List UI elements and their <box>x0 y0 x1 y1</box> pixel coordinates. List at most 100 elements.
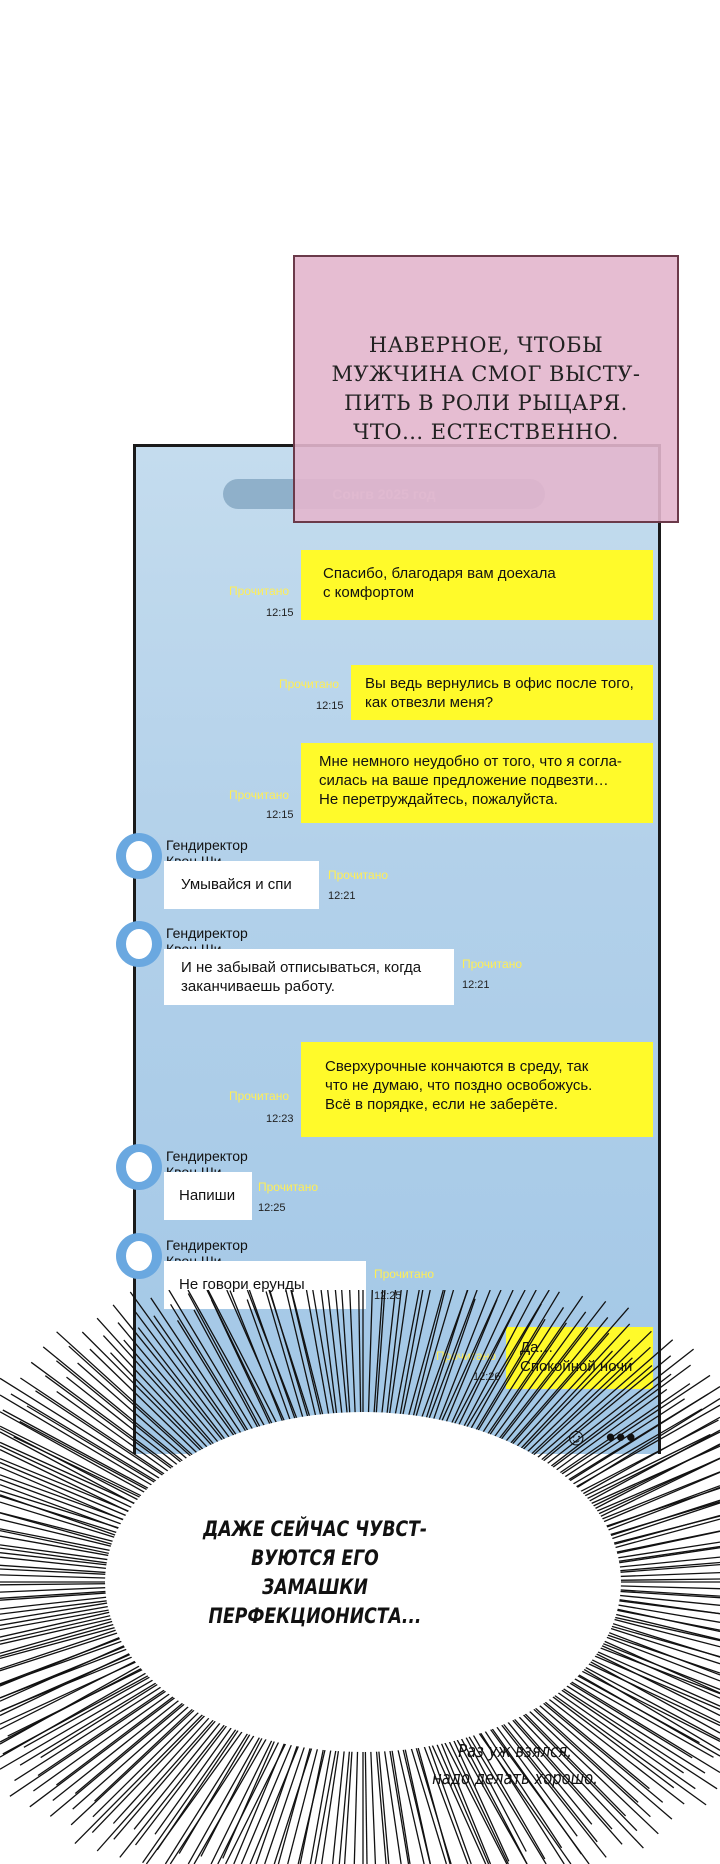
burst-ray <box>0 1544 128 1563</box>
burst-ray <box>309 1737 334 1864</box>
burst-ray <box>437 1730 508 1864</box>
burst-ray <box>66 1376 191 1476</box>
burst-ray <box>193 1726 274 1864</box>
burst-ray <box>521 1346 651 1467</box>
burst-ray <box>0 1637 142 1702</box>
burst-ray <box>449 1727 528 1864</box>
message-time: 12:23 <box>266 1113 294 1125</box>
burst-ray <box>526 1694 673 1820</box>
burst-caption: ДАЖЕ СЕЙЧАС ЧУВСТ- ВУЮТСЯ ЕГО ЗАМАШКИ ПЕ… <box>202 1517 428 1628</box>
message-bubble[interactable]: Не говори ерунды <box>164 1261 366 1309</box>
burst-ray <box>123 1339 224 1456</box>
burst-ray <box>589 1628 720 1674</box>
burst-ray <box>458 1724 527 1852</box>
burst-ray <box>0 1586 126 1593</box>
burst-ray <box>502 1332 610 1456</box>
burst-ray <box>596 1518 720 1554</box>
burst-ray <box>580 1643 720 1707</box>
message-bubble[interactable]: Мне немного неудобно от того, что я согл… <box>301 743 653 823</box>
burst-ray <box>476 1718 563 1849</box>
burst-ray <box>392 1290 420 1427</box>
avatar[interactable] <box>116 921 162 967</box>
burst-ray <box>112 1706 220 1824</box>
burst-ray <box>0 1490 138 1535</box>
burst-ray <box>207 1290 284 1436</box>
burst-ray <box>389 1737 411 1864</box>
burst-ray <box>555 1672 720 1774</box>
burst-ray <box>290 1290 327 1428</box>
burst-ray <box>178 1721 258 1854</box>
burst-ray <box>539 1364 691 1478</box>
message-bubble[interactable]: Вы ведь вернулись в офис после того, как… <box>351 665 653 720</box>
burst-ray <box>26 1405 171 1492</box>
burst-ray <box>72 1695 201 1810</box>
burst-ray <box>567 1416 720 1504</box>
burst-ray <box>387 1290 408 1427</box>
burst-ray <box>19 1420 164 1499</box>
burst-ray <box>265 1291 308 1431</box>
message-bubble[interactable]: Напиши <box>164 1172 252 1220</box>
burst-ray <box>487 1714 578 1837</box>
message-time: 12:15 <box>266 607 294 619</box>
burst-ray <box>137 1327 235 1452</box>
burst-ray <box>364 1738 368 1864</box>
burst-ray <box>349 1290 357 1426</box>
burst-ray <box>598 1601 720 1623</box>
avatar[interactable] <box>116 833 162 879</box>
burst-ray <box>481 1717 590 1864</box>
burst-ray <box>545 1383 691 1483</box>
message-bubble[interactable]: Сверхурочные кончаются в среду, так что … <box>301 1042 653 1137</box>
burst-ray <box>374 1738 387 1864</box>
message-bubble[interactable]: Умывайся и спи <box>164 861 319 909</box>
burst-ray <box>35 1390 178 1486</box>
burst-ray <box>0 1607 130 1638</box>
burst-ray <box>597 1530 720 1559</box>
burst-ray <box>590 1625 720 1676</box>
burst-ray <box>428 1298 476 1433</box>
burst-ray <box>374 1290 386 1426</box>
burst-ray <box>13 1436 157 1506</box>
burst-ray <box>399 1736 431 1864</box>
burst-ray <box>0 1478 140 1532</box>
burst-ray <box>0 1394 168 1495</box>
burst-ray <box>547 1374 711 1485</box>
burst-ray <box>0 1602 128 1626</box>
burst-ray <box>305 1290 332 1428</box>
burst-ray <box>0 1605 129 1631</box>
burst-ray <box>399 1290 431 1428</box>
burst-ray <box>387 1737 410 1864</box>
message-bubble[interactable]: Спасибо, благодаря вам доехала с комфорт… <box>301 550 653 620</box>
burst-ray <box>29 1687 189 1808</box>
burst-ray <box>0 1501 134 1544</box>
avatar[interactable] <box>116 1233 162 1279</box>
burst-ray <box>246 1299 296 1433</box>
burst-ray <box>0 1529 129 1559</box>
burst-ray <box>0 1512 131 1551</box>
message-bubble[interactable]: И не забывай отписываться, когда заканчи… <box>164 949 454 1005</box>
burst-ray <box>435 1730 492 1864</box>
burst-ray <box>519 1357 633 1466</box>
burst-ray <box>418 1733 469 1864</box>
burst-ray <box>113 1708 226 1840</box>
burst-ray <box>0 1589 127 1599</box>
burst-ray <box>0 1511 133 1547</box>
aside-caption: Раз уж взялся, надо делать хорошо. <box>432 1741 598 1789</box>
burst-ray <box>470 1721 572 1864</box>
caption-box: НАВЕРНОЕ, ЧТОБЫ МУЖЧИНА СМОГ ВЫСТУ- ПИТЬ… <box>293 255 679 523</box>
message-time: 12:21 <box>328 890 356 902</box>
burst-ray <box>558 1669 714 1758</box>
burst-ray <box>565 1662 720 1742</box>
burst-ray <box>485 1311 587 1449</box>
burst-ray <box>0 1610 130 1642</box>
burst-ray <box>176 1320 254 1444</box>
burst-ray <box>593 1502 720 1546</box>
burst-ray <box>497 1710 593 1825</box>
burst-ray <box>19 1673 172 1766</box>
avatar[interactable] <box>116 1144 162 1190</box>
burst-ray <box>0 1591 127 1601</box>
burst-ray <box>470 1318 546 1443</box>
burst-ray <box>517 1699 659 1835</box>
burst-ray <box>0 1564 127 1575</box>
burst-ray <box>570 1431 720 1508</box>
burst-ray <box>246 1290 303 1432</box>
